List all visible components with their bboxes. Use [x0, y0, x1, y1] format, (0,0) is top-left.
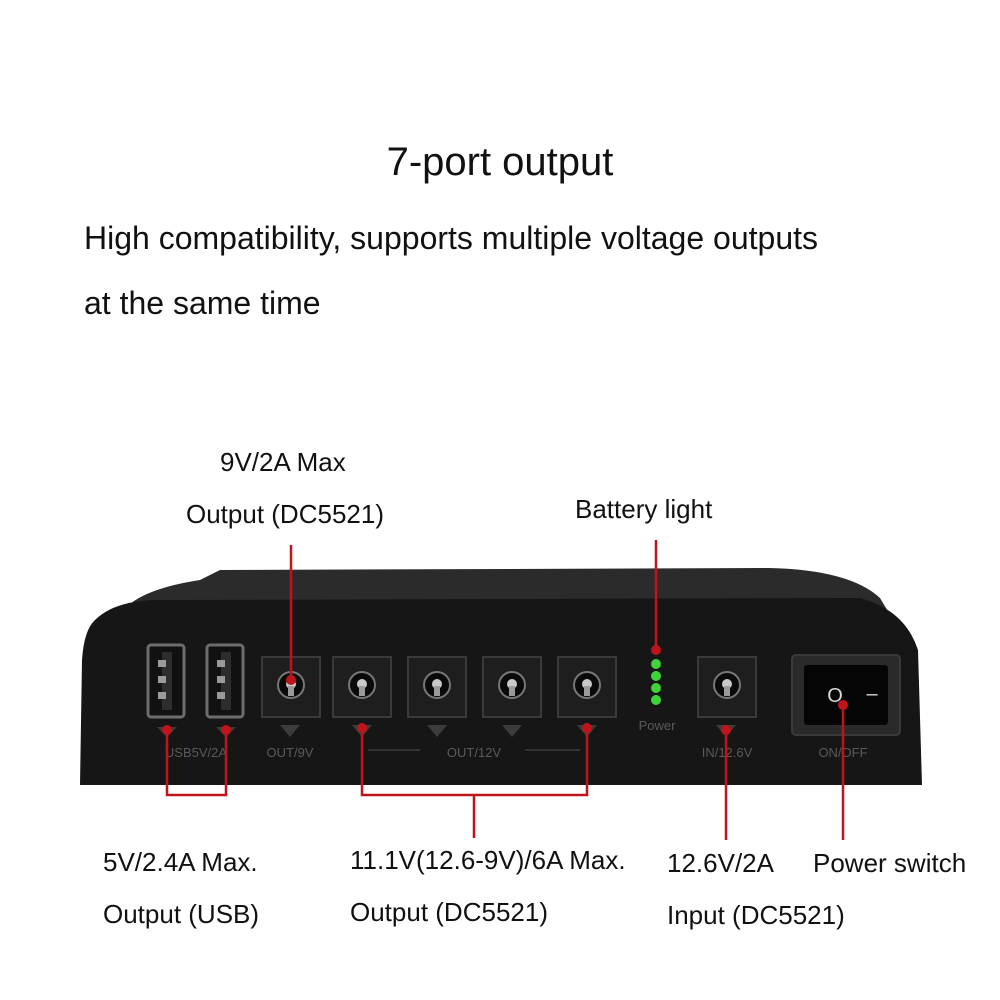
callout-lines: [165, 540, 845, 840]
dc-jack-out12v-4: [557, 656, 617, 718]
switch-off-mark: O: [827, 685, 843, 707]
battery-leds: [651, 659, 661, 705]
callout-out9v-line2: Output (DC5521): [186, 499, 384, 529]
subtitle-line-1: High compatibility, supports multiple vo…: [84, 220, 818, 256]
device-label-power: Power: [639, 718, 677, 733]
callout-usb-line1: 5V/2.4A Max.: [103, 847, 258, 877]
subtitle-line-2: at the same time: [84, 285, 321, 321]
usb-port-2: [205, 643, 245, 719]
callout-out9v-line1: 9V/2A Max: [220, 447, 346, 477]
device-label-out9v: OUT/9V: [267, 745, 314, 760]
dc-jack-out12v-3: [482, 656, 542, 718]
callout-usb-line2: Output (USB): [103, 899, 260, 929]
dc-jack-out12v-2: [407, 656, 467, 718]
power-switch: O –: [791, 654, 901, 736]
callout-input-line2: Input (DC5521): [667, 900, 845, 930]
callout-out12v-line2: Output (DC5521): [350, 897, 548, 927]
device-label-out12v: OUT/12V: [447, 745, 502, 760]
dc-jack-out9v: [261, 656, 321, 718]
callout-out12v-line1: 11.1V(12.6-9V)/6A Max.: [350, 845, 626, 875]
callout-switch: Power switch: [813, 848, 967, 878]
page-title: 7-port output: [386, 140, 614, 184]
device-label-usb: USB5V/2A: [165, 745, 227, 760]
dc-jack-input: [697, 656, 757, 718]
switch-on-mark: –: [866, 683, 878, 705]
callout-battery: Battery light: [575, 494, 713, 524]
usb-port-1: [146, 643, 186, 719]
callout-input-line1: 12.6V/2A: [667, 848, 774, 878]
callout-dots: [162, 645, 848, 735]
dc-jack-out12v-1: [332, 656, 392, 718]
